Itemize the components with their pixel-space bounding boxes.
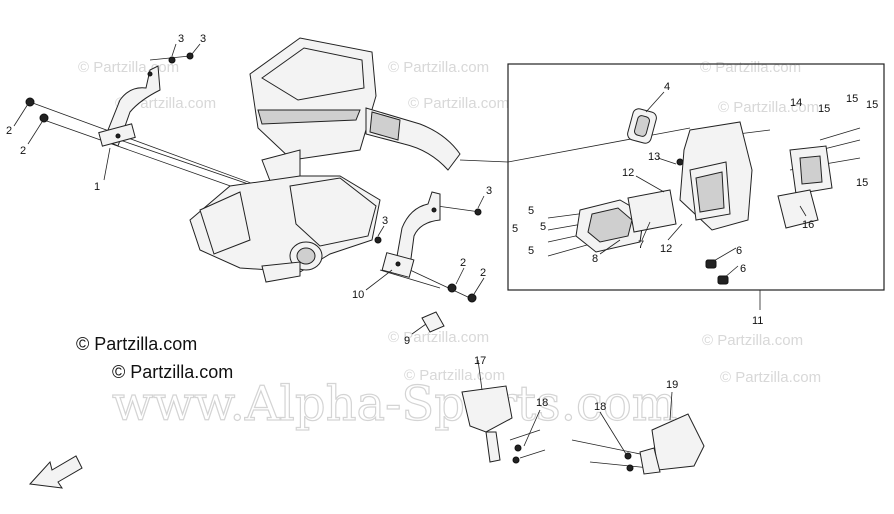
callout-10: 10 bbox=[352, 289, 364, 301]
callout-15: 15 bbox=[846, 93, 858, 105]
front-bracket-part bbox=[98, 65, 161, 147]
watermark-text: © Partzilla.com bbox=[388, 59, 489, 76]
watermark-text: © Partzilla.com bbox=[718, 99, 819, 116]
brand-label: © Partzilla.com bbox=[112, 362, 233, 382]
callout-3: 3 bbox=[382, 215, 388, 227]
clip-part bbox=[421, 311, 445, 333]
filter-part bbox=[575, 189, 677, 253]
callout-14: 14 bbox=[790, 97, 802, 109]
callout-5: 5 bbox=[528, 205, 534, 217]
callout-9: 9 bbox=[404, 335, 410, 347]
callout-15: 15 bbox=[856, 177, 868, 189]
sub-assembly-box bbox=[507, 63, 885, 291]
callout-15: 15 bbox=[866, 99, 878, 111]
gasket-part bbox=[627, 108, 657, 144]
air-box-part bbox=[249, 37, 461, 171]
grommet-part bbox=[705, 259, 729, 285]
watermark-text: © Partzilla.com bbox=[700, 59, 801, 76]
engine-part bbox=[189, 149, 381, 283]
callout-13: 13 bbox=[648, 151, 660, 163]
callout-16: 16 bbox=[802, 219, 814, 231]
callout-17: 17 bbox=[474, 355, 486, 367]
callout-11: 11 bbox=[752, 315, 763, 327]
callout-3: 3 bbox=[178, 33, 184, 45]
callout-15: 15 bbox=[818, 103, 830, 115]
right-mirror-part bbox=[624, 413, 705, 475]
flange-part bbox=[777, 145, 833, 229]
callout-2: 2 bbox=[20, 145, 26, 157]
watermark-big-text: www.Alpha-Sports.com bbox=[112, 376, 677, 432]
rear-bracket-part bbox=[381, 191, 441, 278]
callout-2: 2 bbox=[6, 125, 12, 137]
callout-1: 1 bbox=[94, 181, 100, 193]
callout-19: 19 bbox=[666, 379, 678, 391]
watermark-text: © Partzilla.com bbox=[720, 369, 821, 386]
callout-6: 6 bbox=[740, 263, 746, 275]
callout-labels: 1 2 2 2 2 3 3 3 3 4 5 5 5 5 6 6 7 8 9 10… bbox=[6, 33, 878, 413]
cover-housing-part bbox=[679, 121, 753, 231]
front-direction-arrow-icon bbox=[28, 455, 83, 489]
callout-5: 5 bbox=[540, 221, 546, 233]
callout-3: 3 bbox=[486, 185, 492, 197]
callout-7: 7 bbox=[638, 239, 644, 251]
callout-12: 12 bbox=[622, 167, 634, 179]
callout-6: 6 bbox=[736, 245, 742, 257]
left-mirror-part bbox=[461, 385, 522, 464]
callout-18: 18 bbox=[594, 401, 606, 413]
watermark-text: © Partzilla.com bbox=[78, 59, 179, 76]
callout-ticks bbox=[13, 43, 807, 455]
callout-2: 2 bbox=[480, 267, 486, 279]
hardware-bolts bbox=[25, 52, 684, 303]
callout-18: 18 bbox=[536, 397, 548, 409]
callout-4: 4 bbox=[664, 81, 670, 93]
callout-12: 12 bbox=[660, 243, 672, 255]
watermark-text: © Partzilla.com bbox=[408, 95, 509, 112]
callout-5: 5 bbox=[512, 223, 518, 235]
watermark-text: © Partzilla.com bbox=[702, 332, 803, 349]
callout-2: 2 bbox=[460, 257, 466, 269]
callout-5: 5 bbox=[528, 245, 534, 257]
callout-8: 8 bbox=[592, 253, 598, 265]
brand-label: © Partzilla.com bbox=[76, 334, 197, 354]
callout-3: 3 bbox=[200, 33, 206, 45]
